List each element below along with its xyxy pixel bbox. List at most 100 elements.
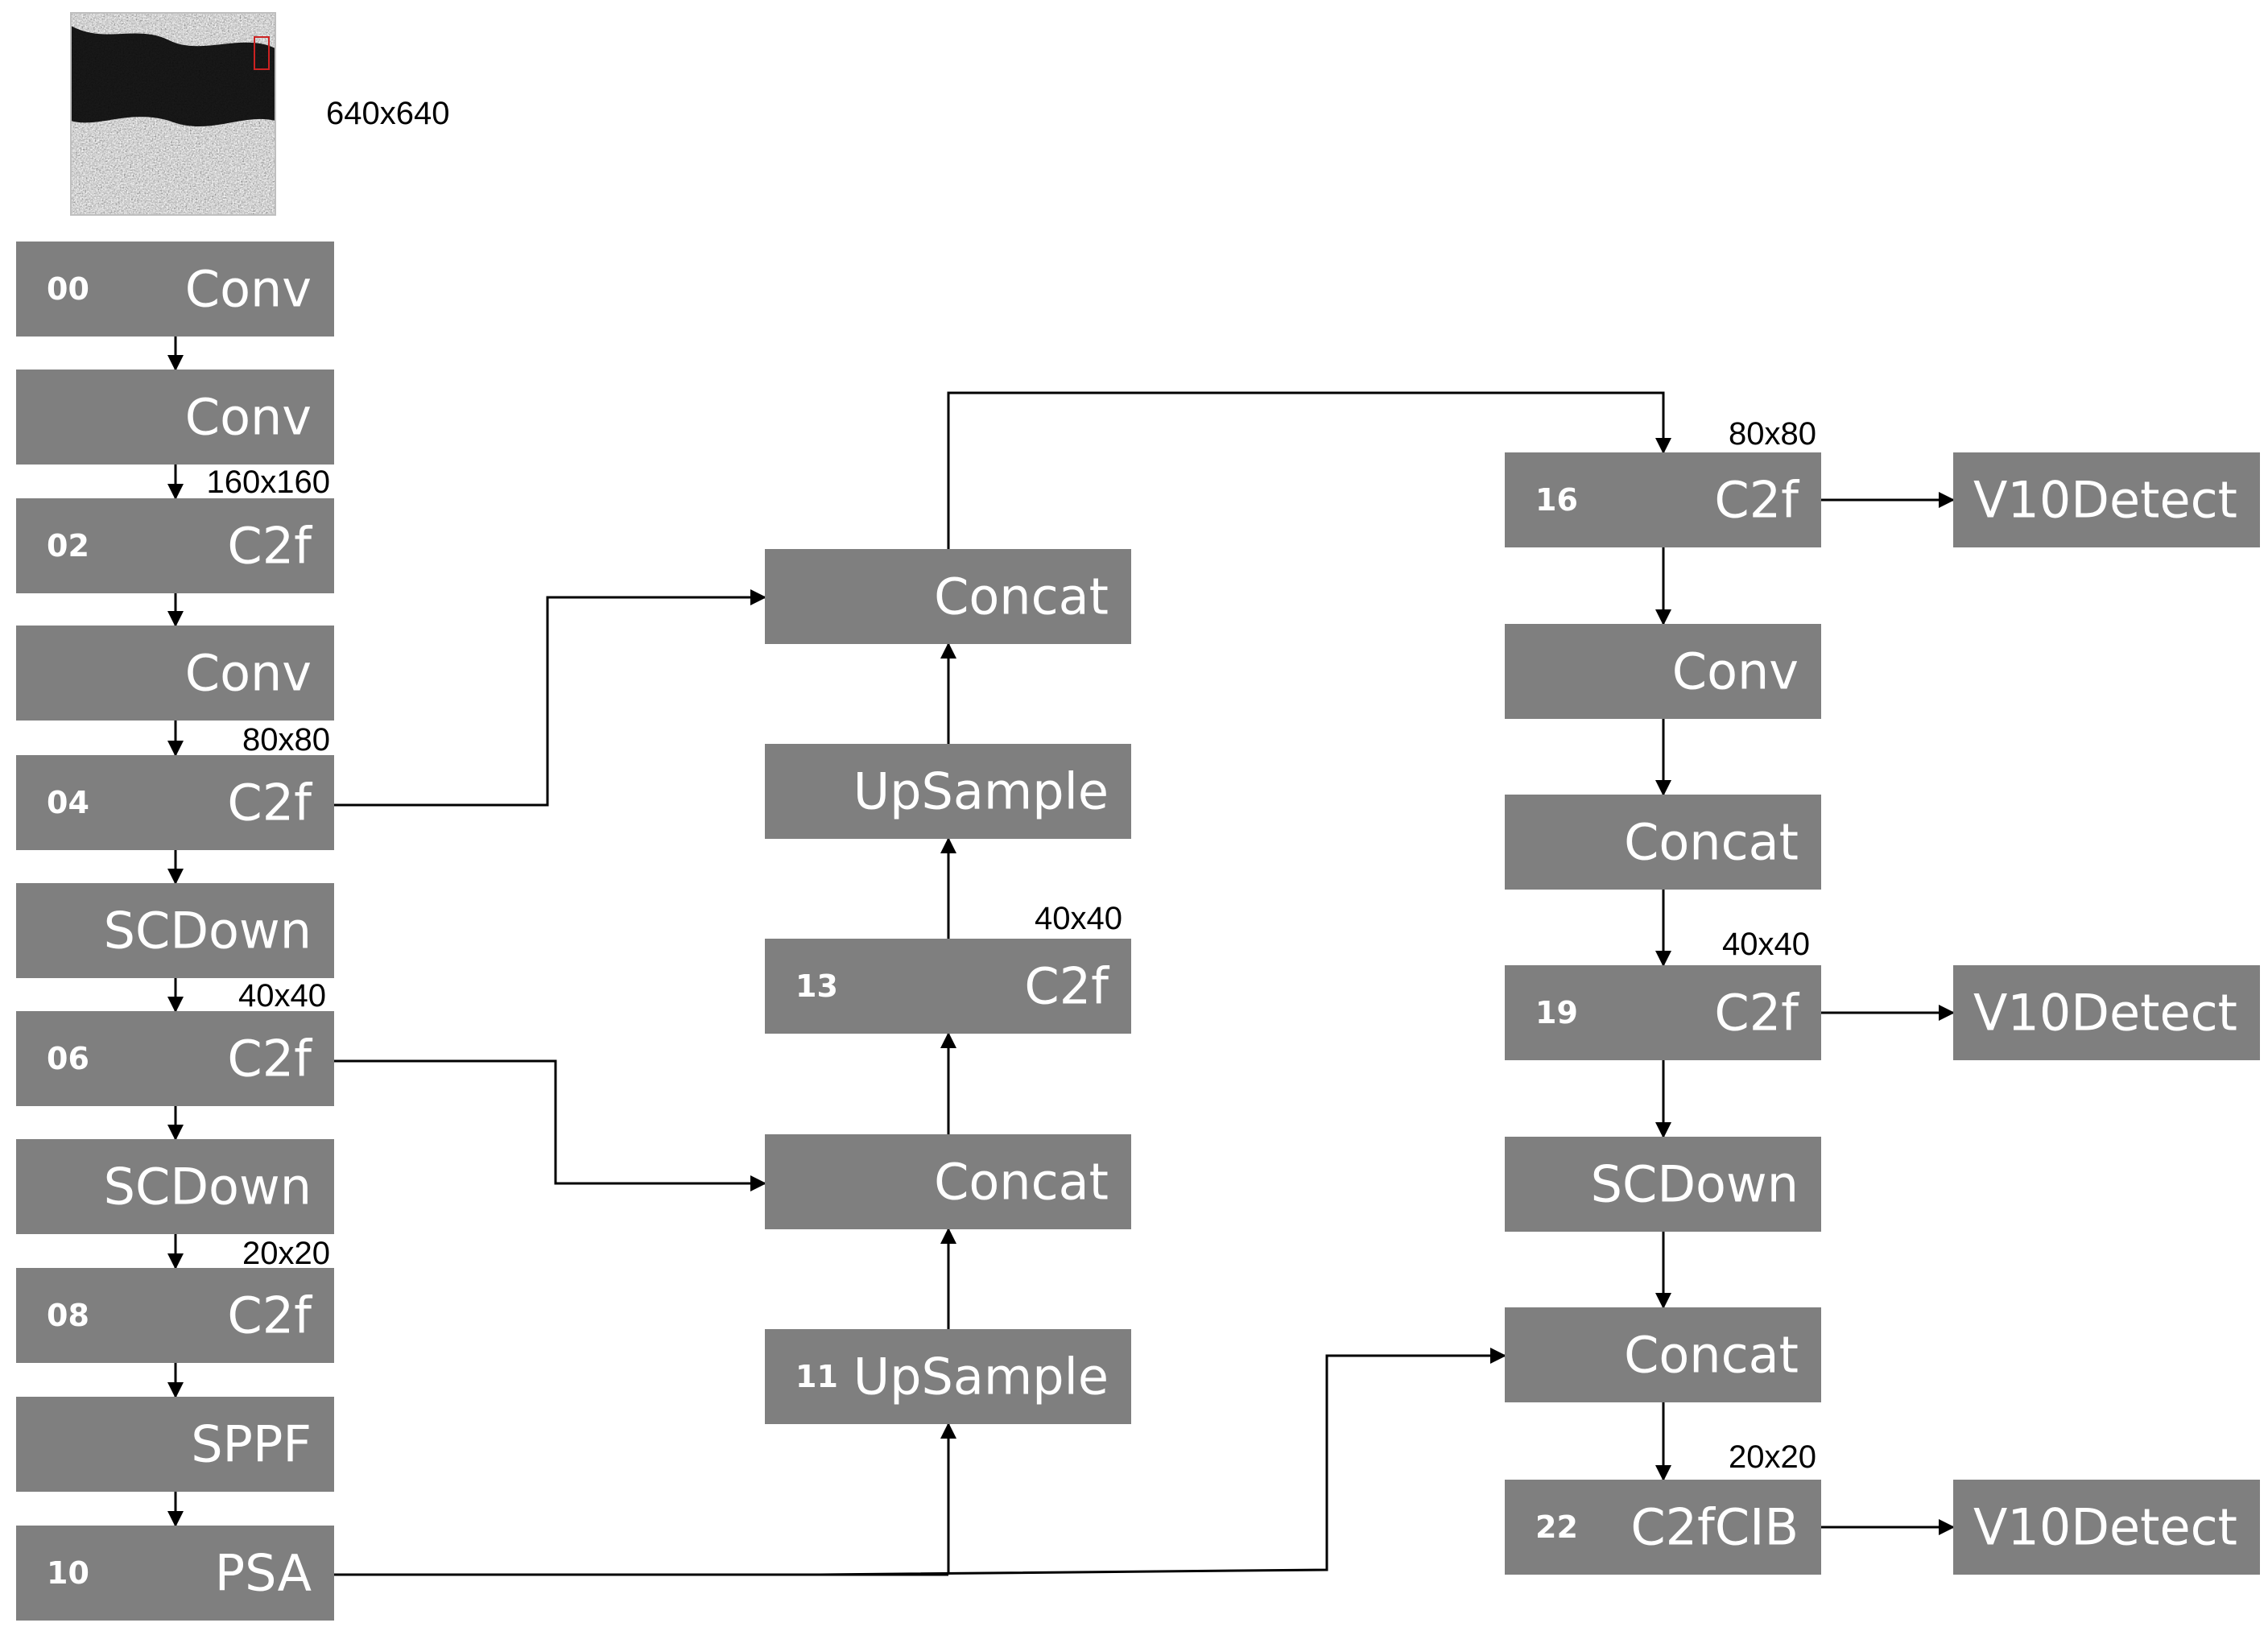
layer-blocks: Conv00ConvC2f02ConvC2f04SCDownC2f06SCDow… — [16, 242, 2260, 1621]
detect-head-block: V10Detect — [1953, 1480, 2260, 1575]
layer-block: SPPF — [16, 1397, 334, 1492]
feature-map-size-label: 80x80 — [242, 722, 330, 758]
block-name-label: Concat — [934, 1153, 1109, 1212]
layer-block: SCDown — [16, 883, 334, 978]
block-box — [1953, 452, 2260, 547]
layer-block: SCDown — [1505, 1137, 1821, 1232]
block-index-label: 02 — [47, 528, 89, 564]
layer-block: C2f 19 — [1505, 965, 1821, 1060]
layer-block: Concat — [1505, 795, 1821, 890]
block-name-label: Conv — [1672, 642, 1799, 701]
block-index-label: 16 — [1535, 482, 1578, 518]
block-box — [1505, 795, 1821, 890]
block-box — [16, 626, 334, 721]
block-name-label: C2fCIB — [1630, 1498, 1799, 1557]
block-box — [16, 883, 334, 978]
block-box — [765, 549, 1131, 644]
block-name-label: Conv — [185, 260, 312, 319]
block-box — [16, 370, 334, 465]
block-box — [765, 939, 1131, 1034]
block-name-label: Conv — [185, 644, 312, 703]
block-name-label: SCDown — [104, 1158, 312, 1216]
block-box — [16, 1268, 334, 1363]
feature-map-size-label: 20x20 — [1729, 1439, 1816, 1475]
input-image — [70, 12, 276, 216]
block-name-label: UpSample — [853, 762, 1109, 821]
block-name-label: Concat — [934, 568, 1109, 626]
layer-block: Concat — [1505, 1307, 1821, 1402]
block-box — [16, 242, 334, 337]
block-box — [16, 1139, 334, 1234]
block-name-label: Conv — [185, 388, 312, 447]
block-box — [765, 1329, 1131, 1424]
block-box — [1953, 965, 2260, 1060]
block-index-label: 19 — [1535, 995, 1578, 1030]
layer-block: C2f 16 — [1505, 452, 1821, 547]
layer-block: Conv — [16, 626, 334, 721]
connection-arrow — [334, 589, 766, 807]
block-name-label: C2f — [227, 517, 313, 576]
layer-block: UpSample — [765, 744, 1131, 839]
block-box — [1505, 965, 1821, 1060]
block-name-label: UpSample — [853, 1348, 1109, 1406]
block-name-label: C2f — [227, 774, 313, 832]
block-box — [1505, 1137, 1821, 1232]
block-name-label: C2f — [227, 1030, 313, 1088]
block-index-label: 08 — [47, 1298, 89, 1333]
block-index-label: 13 — [795, 968, 838, 1004]
feature-map-size-label: 40x40 — [1035, 901, 1122, 936]
block-name-label: V10Detect — [1973, 984, 2237, 1043]
connection-arrow — [819, 1348, 1506, 1576]
block-name-label: C2f — [227, 1286, 313, 1345]
layer-block: Concat — [765, 549, 1131, 644]
feature-map-size-label: 40x40 — [1722, 927, 1810, 962]
block-name-label: SCDown — [104, 902, 312, 960]
block-box — [1505, 624, 1821, 719]
feature-map-size-label: 80x80 — [1729, 416, 1816, 452]
block-box — [1505, 1307, 1821, 1402]
layer-block: C2fCIB 22 — [1505, 1480, 1821, 1575]
block-name-label: PSA — [215, 1544, 312, 1603]
block-name-label: V10Detect — [1973, 471, 2237, 530]
layer-block: PSA 10 — [16, 1526, 334, 1621]
input-size-label: 640x640 — [326, 96, 449, 131]
feature-map-size-label: 40x40 — [238, 978, 326, 1014]
layer-block: Concat — [765, 1134, 1131, 1229]
block-box — [16, 1526, 334, 1621]
block-name-label: SPPF — [191, 1415, 312, 1474]
detect-head-block: V10Detect — [1953, 965, 2260, 1060]
block-box — [1505, 1480, 1821, 1575]
block-index-label: 22 — [1535, 1509, 1578, 1545]
block-index-label: 11 — [795, 1359, 838, 1394]
connections — [167, 337, 1955, 1576]
block-box — [765, 744, 1131, 839]
layer-block: Conv 00 — [16, 242, 334, 337]
block-box — [1953, 1480, 2260, 1575]
block-box — [16, 755, 334, 850]
layer-block: Conv — [16, 370, 334, 465]
block-name-label: V10Detect — [1973, 1498, 2237, 1557]
block-box — [765, 1134, 1131, 1229]
layer-block: Conv — [1505, 624, 1821, 719]
layer-block: C2f 02 — [16, 498, 334, 593]
block-box — [16, 1011, 334, 1106]
block-name-label: C2f — [1714, 471, 1800, 530]
block-box — [16, 498, 334, 593]
block-name-label: Concat — [1624, 1326, 1799, 1385]
block-name-label: Concat — [1624, 813, 1799, 872]
connection-arrow — [947, 391, 1671, 549]
layer-block: C2f 08 — [16, 1268, 334, 1363]
feature-map-size-label: 160x160 — [207, 465, 330, 500]
layer-block: UpSample 11 — [765, 1329, 1131, 1424]
feature-map-size-labels: 160x160 80x80 40x40 20x20 40x40 80x80 40x40 20x… — [207, 416, 1816, 1475]
connection-arrow — [334, 1059, 766, 1191]
block-name-label: C2f — [1714, 984, 1800, 1043]
block-index-label: 10 — [47, 1555, 89, 1591]
block-box — [1505, 452, 1821, 547]
feature-map-size-label: 20x20 — [242, 1236, 330, 1271]
block-index-label: 00 — [47, 271, 89, 307]
